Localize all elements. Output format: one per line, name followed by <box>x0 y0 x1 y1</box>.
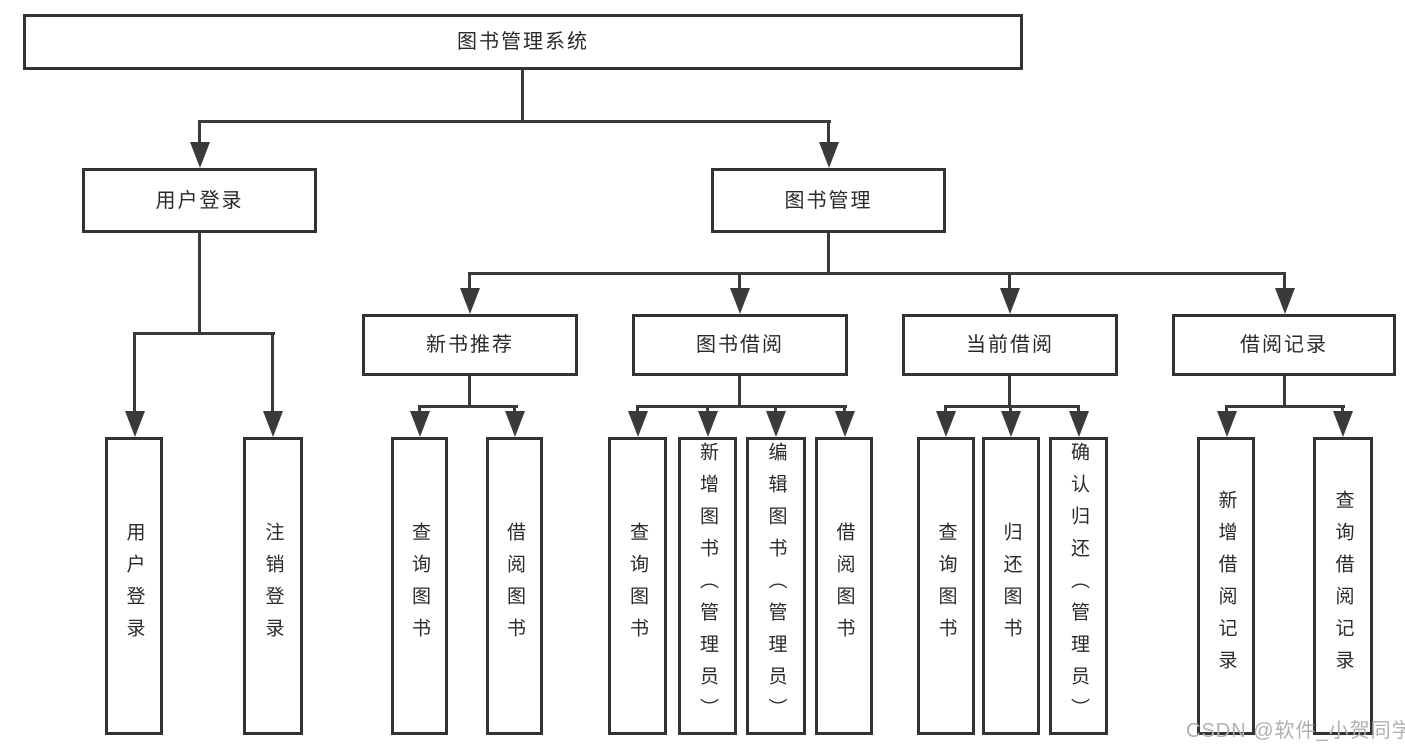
arrow-down-icon <box>263 411 283 437</box>
leaf-edit-books-admin: 编辑图书（管理员） <box>746 437 806 735</box>
line <box>944 405 947 415</box>
leaf-query-books-3: 查询图书 <box>917 437 975 735</box>
line <box>706 405 709 415</box>
node-book-management: 图书管理 <box>711 168 946 233</box>
line <box>1008 376 1011 408</box>
line <box>827 233 830 275</box>
line <box>513 405 516 415</box>
arrow-down-icon <box>410 411 430 437</box>
leaf-borrow-books-2: 借阅图书 <box>815 437 873 735</box>
line <box>636 405 847 408</box>
line <box>198 120 831 123</box>
leaf-query-borrow-record: 查询借阅记录 <box>1313 437 1373 735</box>
node-current-borrow: 当前借阅 <box>902 314 1118 376</box>
line <box>636 405 639 415</box>
leaf-query-borrow-record-label: 查询借阅记录 <box>1332 490 1354 682</box>
line <box>468 376 471 408</box>
line <box>469 272 1286 275</box>
line <box>827 120 830 146</box>
csdn-watermark: CSDN @软件_小贺同学 <box>1186 720 1405 742</box>
line <box>133 332 275 335</box>
line <box>738 272 741 292</box>
arrow-down-icon <box>730 288 750 314</box>
arrow-down-icon <box>125 411 145 437</box>
leaf-borrow-books-2-label: 借阅图书 <box>833 522 855 650</box>
line <box>198 120 201 146</box>
line <box>133 332 136 413</box>
line <box>271 332 274 413</box>
line <box>1283 272 1286 292</box>
leaf-add-borrow-record-label: 新增借阅记录 <box>1215 490 1237 682</box>
node-library-management-system: 图书管理系统 <box>23 14 1023 70</box>
line <box>1009 405 1012 415</box>
node-borrow-record: 借阅记录 <box>1172 314 1396 376</box>
line <box>198 233 201 335</box>
line <box>1341 405 1344 415</box>
leaf-query-books-3-label: 查询图书 <box>935 522 957 650</box>
arrow-down-icon <box>1069 411 1089 437</box>
arrow-down-icon <box>1000 288 1020 314</box>
line <box>1225 405 1345 408</box>
leaf-confirm-return-admin: 确认归还（管理员） <box>1049 437 1108 735</box>
arrow-down-icon <box>1333 411 1353 437</box>
line <box>1008 272 1011 292</box>
line <box>944 405 1080 408</box>
line <box>1077 405 1080 415</box>
leaf-return-books-label: 归还图书 <box>1000 522 1022 650</box>
line <box>468 272 471 292</box>
arrow-down-icon <box>1217 411 1237 437</box>
leaf-logout: 注销登录 <box>243 437 303 735</box>
arrow-down-icon <box>628 411 648 437</box>
leaf-user-login-label: 用户登录 <box>123 522 145 650</box>
arrow-down-icon <box>698 411 718 437</box>
arrow-down-icon <box>460 288 480 314</box>
leaf-edit-books-admin-label: 编辑图书（管理员） <box>765 442 787 730</box>
arrow-down-icon <box>1275 288 1295 314</box>
leaf-borrow-books-1-label: 借阅图书 <box>504 522 525 650</box>
leaf-query-books-2: 查询图书 <box>608 437 667 735</box>
node-book-borrow: 图书借阅 <box>632 314 848 376</box>
line <box>738 376 741 408</box>
leaf-return-books: 归还图书 <box>982 437 1040 735</box>
leaf-add-books-admin: 新增图书（管理员） <box>678 437 737 735</box>
node-borrow-record-label: 借阅记录 <box>1240 334 1328 356</box>
node-library-management-system-label: 图书管理系统 <box>457 31 589 53</box>
node-user-login-label: 用户登录 <box>155 189 244 212</box>
node-new-book-recommend-label: 新书推荐 <box>426 334 514 356</box>
arrow-down-icon <box>936 411 956 437</box>
arrow-down-icon <box>1001 411 1021 437</box>
line <box>418 405 518 408</box>
leaf-logout-label: 注销登录 <box>262 522 284 650</box>
line <box>521 70 524 122</box>
leaf-query-books-1: 查询图书 <box>391 437 448 735</box>
node-new-book-recommend: 新书推荐 <box>362 314 578 376</box>
leaf-add-books-admin-label: 新增图书（管理员） <box>697 442 718 730</box>
node-book-borrow-label: 图书借阅 <box>696 334 784 356</box>
arrow-down-icon <box>819 142 839 168</box>
line <box>1283 376 1286 408</box>
node-user-login: 用户登录 <box>82 168 317 233</box>
line <box>774 405 777 415</box>
leaf-query-books-1-label: 查询图书 <box>409 522 430 650</box>
line <box>843 405 846 415</box>
node-current-borrow-label: 当前借阅 <box>966 334 1054 356</box>
line <box>418 405 421 415</box>
leaf-user-login: 用户登录 <box>105 437 163 735</box>
arrow-down-icon <box>766 411 786 437</box>
leaf-borrow-books-1: 借阅图书 <box>486 437 543 735</box>
node-book-management-label: 图书管理 <box>784 189 873 212</box>
leaf-confirm-return-admin-label: 确认归还（管理员） <box>1068 442 1089 730</box>
leaf-add-borrow-record: 新增借阅记录 <box>1197 437 1255 735</box>
line <box>1225 405 1228 415</box>
arrow-down-icon <box>835 411 855 437</box>
arrow-down-icon <box>190 142 210 168</box>
leaf-query-books-2-label: 查询图书 <box>627 522 648 650</box>
arrow-down-icon <box>505 411 525 437</box>
